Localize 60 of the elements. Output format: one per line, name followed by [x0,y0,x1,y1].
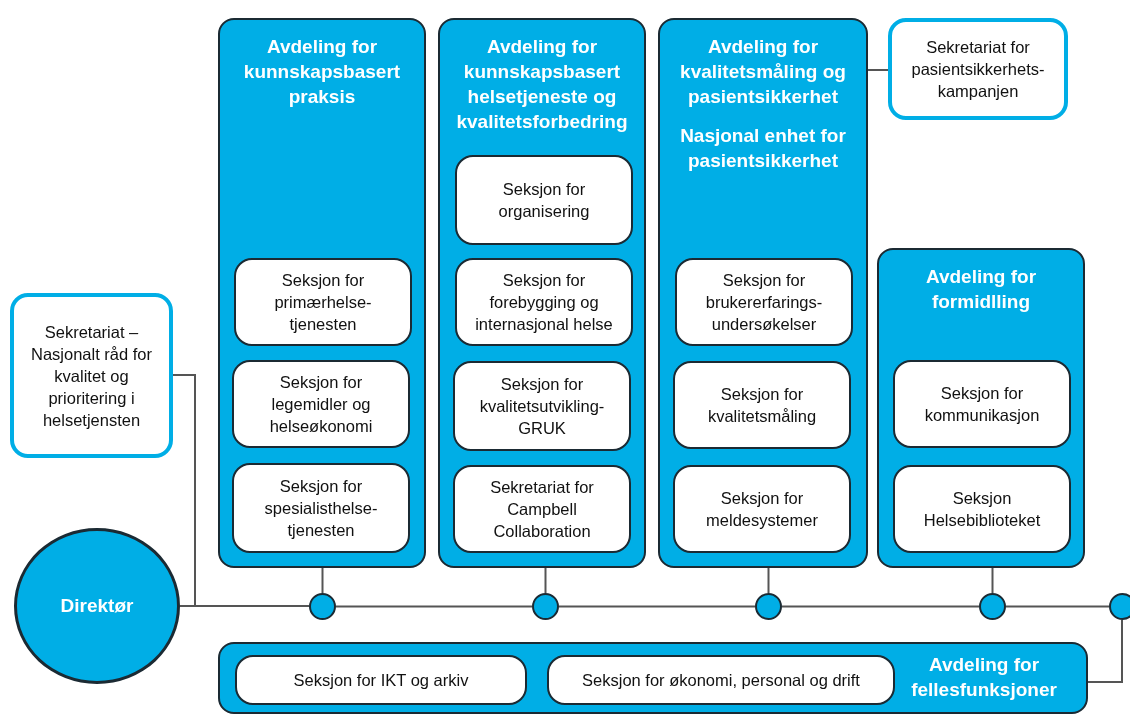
section-label: Seksjon for kvalitetsutvikling-GRUK [478,374,606,439]
section-box [455,258,633,346]
department-title: Avdeling for fellesfunksjoner [910,653,1058,702]
connector-line [172,374,196,607]
section-box [673,465,851,553]
department-box [438,18,646,568]
connector-line [991,567,994,594]
department-box [658,18,868,568]
section-box [232,360,410,448]
section-box [547,655,895,705]
department-title: Avdeling for kvalitetsmåling og pasientsikkerhet [679,35,847,109]
department-title: Nasjonal enhet for pasientsikkerhet [679,124,847,173]
section-box [673,361,851,449]
secretariat-box [888,18,1068,120]
section-label: Seksjon for meldesystemer [705,488,819,531]
section-box [893,465,1071,553]
department-title: Avdeling for kunnskapsbasert praksis [242,35,402,109]
section-box [455,155,633,245]
section-box [234,258,412,346]
section-label: Seksjon for brukererfarings-undersøkelser [704,270,824,335]
section-box [453,361,631,451]
connector-line [867,69,889,71]
connector-line [335,605,533,608]
secretariat-label: Sekretariat for pasientsikkerhets-kampanjen [910,37,1046,102]
section-box [235,655,527,705]
secretariat-label: Sekretariat – Nasjonalt råd for kvalitet og prioritering i helsetjensten [29,321,154,431]
department-box [218,18,426,568]
section-label: Seksjon for kommunikasjon [923,383,1041,426]
junction-dot [532,593,559,620]
section-box [675,258,853,346]
section-label: Seksjon for primærhelse-tjenesten [273,270,373,335]
section-label: Seksjon for forebygging og internasjonal helse [474,270,614,335]
connector-line [544,567,547,594]
junction-dot [1109,593,1130,620]
section-label: Seksjon for kvalitetsmåling [706,384,818,427]
connector-line [1005,605,1110,608]
section-label: Seksjon Helsebiblioteket [922,488,1042,531]
section-label: Sekretariat for Campbell Collaboration [489,477,595,542]
junction-dot [309,593,336,620]
section-label: Seksjon for økonomi, personal og drift [581,670,861,691]
connector-line [781,605,980,608]
department-title: Avdeling for kunnskapsbasert helsetjeneste og kvalitetsforbedring [455,35,629,134]
section-box [893,360,1071,448]
section-label: Seksjon for IKT og arkiv [292,670,470,691]
department-title: Avdeling for formidlling [924,265,1038,314]
section-label: Seksjon for spesialisthelse-tjenesten [263,476,379,541]
section-label: Seksjon for legemidler og helseøkonomi [268,372,374,437]
junction-dot [979,593,1006,620]
section-box [453,465,631,553]
connector-line [1087,619,1123,683]
connector-line [321,567,324,594]
connector-line [767,567,770,594]
secretariat-box [10,293,173,458]
connector-line [558,605,756,608]
department-box [877,248,1085,568]
section-box [232,463,410,553]
department-box [218,642,1088,714]
junction-dot [755,593,782,620]
section-label: Seksjon for organisering [497,179,591,222]
director-label: Direktør [59,595,135,617]
